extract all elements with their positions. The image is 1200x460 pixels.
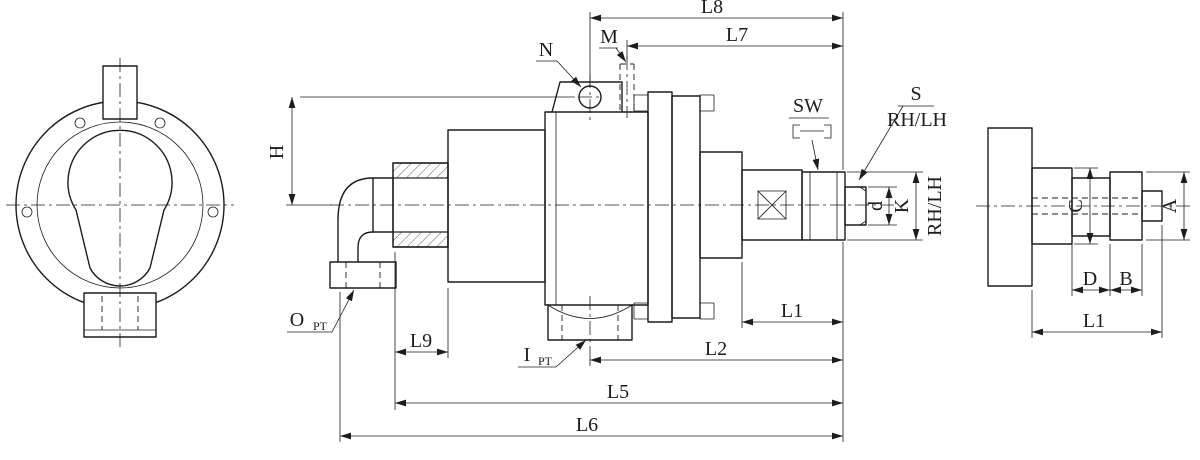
dim-label-l5: L5 [607,381,629,403]
label-o: O [290,309,304,331]
flange-plate-1 [647,91,673,323]
bolt-head-top [633,94,649,112]
dim-label-l6: L6 [576,414,598,436]
bottom-port-boss [547,296,633,348]
dim-label-a: A [1159,198,1181,213]
elbow-fitting [329,162,449,289]
head-block [447,129,546,283]
flange-plate-2 [671,95,701,319]
leader-n [556,60,582,88]
end-flange-disc [987,127,1033,287]
dimensions: L8 L7 H N M SW S RH/LH [266,0,1190,442]
dim-label-l2: L2 [705,338,727,360]
front-view-centerlines [6,58,234,348]
front-view [6,58,234,348]
dim-label-d: d [865,201,887,211]
bearing-symbol [757,190,787,220]
label-n: N [539,39,553,61]
wrench-icon [792,124,832,139]
leader-s [858,105,904,181]
label-i-pt: PT [538,354,553,368]
leader-o [331,289,355,333]
threaded-tip [844,186,867,226]
label-rhlh-top: RH/LH [887,109,947,131]
label-i: I [524,344,531,366]
keyhole-bore [67,129,173,287]
dim-label-l1-end: L1 [1083,310,1105,332]
dim-label-h: H [266,145,288,159]
flange-assembly [633,91,715,323]
leader-i [555,339,587,368]
dim-label-b: B [1119,268,1132,290]
dim-label-c: C [1065,199,1087,212]
bolt-nut-top [699,94,715,112]
union-nut-hatch-bottom [392,231,449,248]
label-sw: SW [793,95,823,117]
elbow-port-rim [329,261,397,289]
leader-sw [811,139,820,171]
leader-m [615,47,627,63]
dim-label-l9: L9 [410,330,432,352]
dim-label-l1: L1 [781,300,803,322]
section-view [329,56,895,348]
bolt-head-bottom [633,302,649,320]
housing [447,56,649,348]
label-rhlh-side: RH/LH [924,176,946,236]
rotor-shaft [699,151,867,259]
main-body [544,111,649,306]
label-s: S [910,83,921,105]
dim-label-k: K [891,198,913,213]
union-nut-hatch-top [392,162,449,179]
dim-label-dd: D [1083,268,1097,290]
bolt-holes [21,117,219,218]
bolt-nut-bottom [699,302,715,320]
end-tip [1141,190,1163,222]
label-m: M [600,26,618,48]
dim-label-l7: L7 [726,24,748,46]
dim-label-l8: L8 [701,0,723,18]
wrench-flats-section [801,171,846,241]
label-o-pt: PT [313,319,328,333]
